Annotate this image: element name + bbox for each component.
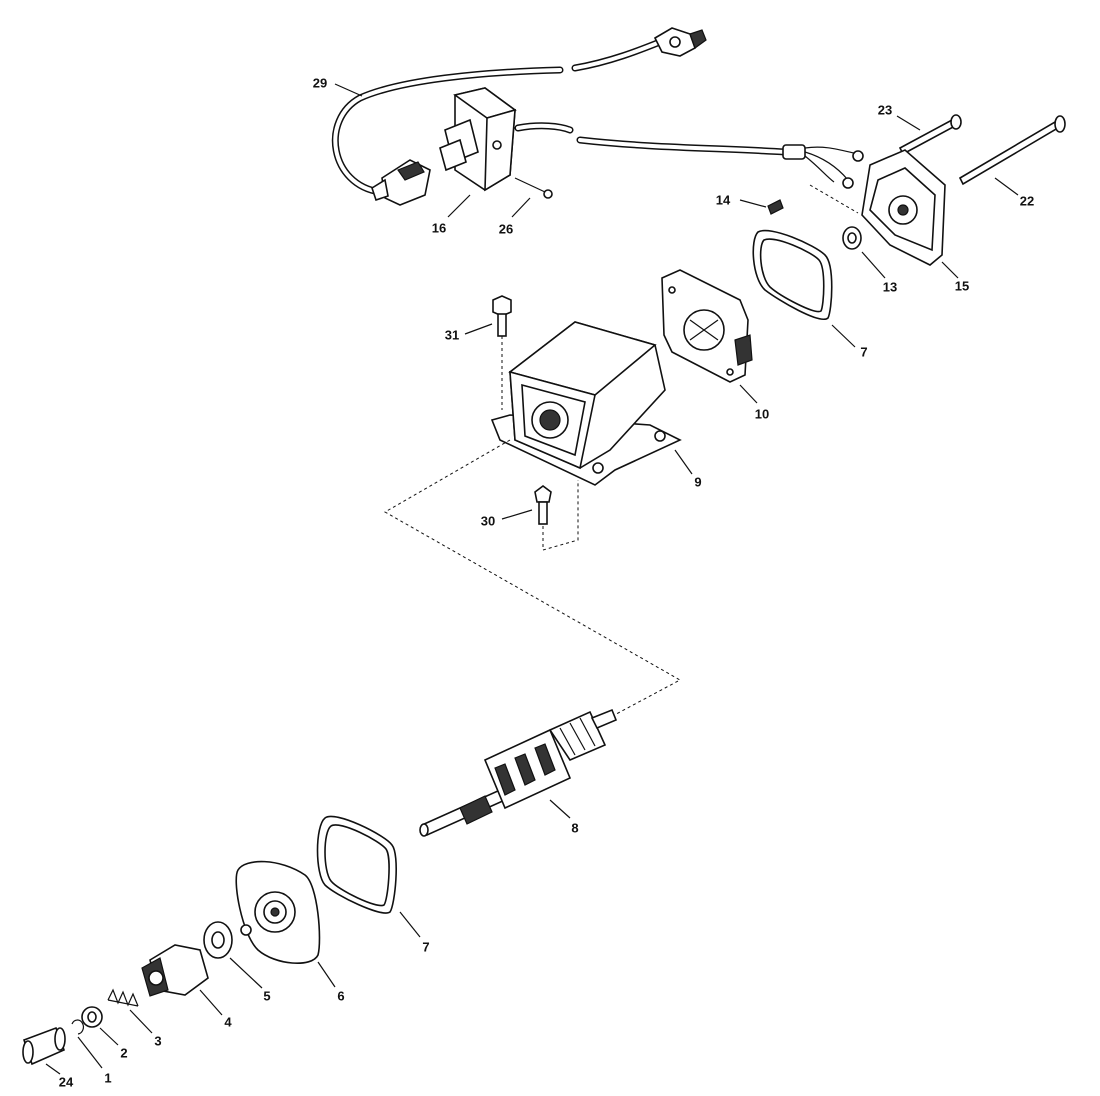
part-label-2: 2	[120, 1045, 128, 1061]
part-label-13: 13	[882, 279, 898, 295]
bolt-23	[898, 114, 962, 156]
retainer	[81, 1006, 103, 1028]
switch-box	[439, 87, 517, 192]
drive-end-plate	[235, 860, 321, 965]
brush-plate	[661, 269, 753, 383]
part-label-29: 29	[312, 75, 328, 91]
spring	[107, 988, 139, 1007]
alignment-line	[383, 439, 682, 721]
wire-harness	[782, 144, 864, 214]
plug	[653, 27, 707, 57]
screw-14	[767, 199, 784, 215]
part-label-26: 26	[498, 221, 514, 237]
gasket-lower	[316, 815, 397, 914]
part-label-3: 3	[154, 1033, 162, 1049]
bolt-31	[492, 295, 512, 410]
part-label-22: 22	[1019, 193, 1035, 209]
part-label-31: 31	[444, 327, 460, 343]
washer-13	[842, 226, 862, 250]
drive-pinion	[141, 944, 209, 997]
part-label-9: 9	[694, 474, 702, 490]
end-cap	[861, 149, 946, 266]
clip	[71, 1019, 85, 1035]
part-label-15: 15	[954, 278, 970, 294]
armature	[419, 708, 618, 837]
thrust-washer	[203, 921, 233, 959]
part-label-7-lower: 7	[422, 939, 430, 955]
part-label-24: 24	[58, 1074, 74, 1090]
gasket-upper	[752, 229, 833, 321]
part-label-6: 6	[337, 988, 345, 1004]
part-label-4: 4	[224, 1014, 232, 1030]
screw-26	[514, 177, 553, 199]
part-label-23: 23	[877, 102, 893, 118]
motor-housing	[490, 321, 682, 486]
cord-connector	[371, 159, 431, 206]
part-label-7-upper: 7	[860, 344, 868, 360]
part-label-5: 5	[263, 988, 271, 1004]
leader-lines	[45, 83, 1019, 1075]
power-cord	[331, 38, 789, 196]
part-label-10: 10	[754, 406, 770, 422]
screw-30	[534, 480, 579, 551]
part-label-16: 16	[431, 220, 447, 236]
part-label-14: 14	[715, 192, 731, 208]
part-label-1: 1	[104, 1070, 112, 1086]
cap	[22, 1026, 66, 1066]
bolt-22	[958, 115, 1066, 186]
part-label-30: 30	[480, 513, 496, 529]
part-label-8: 8	[571, 820, 579, 836]
